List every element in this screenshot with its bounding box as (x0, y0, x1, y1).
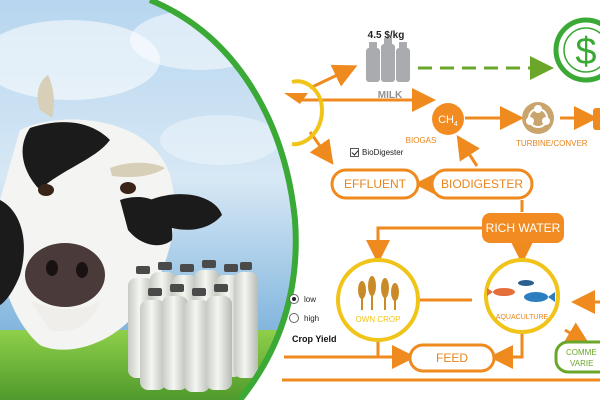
cow-intake-ring (291, 79, 325, 147)
commercial-node[interactable] (554, 340, 600, 374)
radio-unselected-icon[interactable] (289, 313, 299, 323)
ch4-label: CH4 (438, 114, 458, 128)
effluent-label: EFFLUENT (344, 177, 407, 191)
wheat-icon (358, 276, 399, 310)
ch4-node[interactable] (432, 103, 464, 135)
biodigester-node[interactable] (430, 168, 534, 200)
rich-water-label: RICH WATER (486, 221, 561, 235)
flow-arrows (282, 64, 600, 382)
effluent-node[interactable] (330, 168, 420, 200)
commercial-label-1: COMME (566, 348, 597, 357)
radio-high-label: high (304, 313, 320, 323)
crop-yield-low-radio[interactable]: low (289, 294, 316, 304)
feed-label: FEED (436, 351, 468, 365)
milk-label: MILK (378, 90, 403, 101)
biodigester-checkbox-label: BioDigester (362, 148, 404, 157)
fish-icon (487, 280, 555, 302)
aquaculture-label: AQUACULTURE (496, 314, 549, 321)
biodigester-label: BIODIGESTER (441, 177, 523, 191)
milk-price: 4.5 $/kg (368, 30, 405, 41)
biodigester-checkbox[interactable]: BioDigester (350, 148, 403, 157)
checkbox-checked-icon[interactable] (350, 148, 359, 157)
turbine-label: TURBINE/CONVER (516, 139, 588, 148)
radio-low-label: low (304, 294, 317, 304)
own-crop-node[interactable] (336, 258, 420, 342)
converter-edge (593, 108, 600, 130)
aquaculture-node[interactable] (484, 258, 560, 334)
crop-yield-high-radio[interactable]: high (289, 313, 319, 323)
crop-yield-label: Crop Yield (292, 334, 337, 344)
turbine-icon[interactable] (522, 102, 554, 134)
milk-bottles (128, 260, 258, 392)
dollar-sign: $ (575, 31, 596, 73)
own-crop-label: OWN CROP (356, 315, 401, 324)
commercial-label-2: VARIE (570, 359, 593, 368)
feed-node[interactable] (408, 343, 496, 373)
rich-water-node[interactable] (482, 213, 564, 243)
green-divider-arc (148, 0, 299, 400)
radio-selected-icon[interactable] (289, 294, 299, 304)
milk-cans-icon (366, 38, 410, 82)
biogas-label: BIOGAS (406, 136, 437, 145)
dollar-circle[interactable] (553, 17, 600, 83)
cow-photo (0, 0, 296, 400)
